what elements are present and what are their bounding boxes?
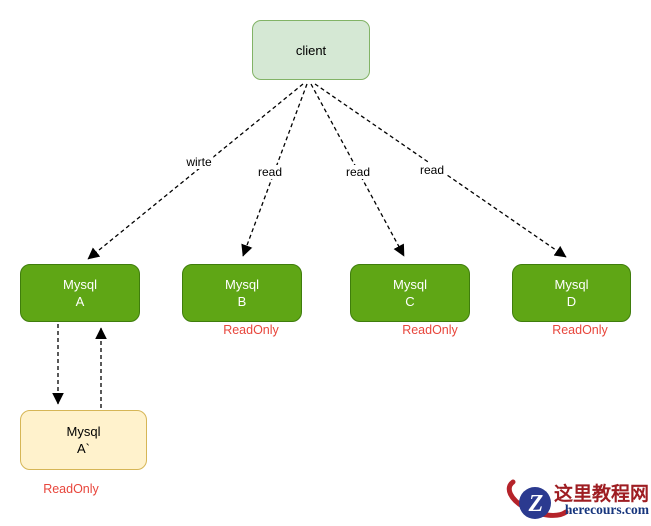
- edge-client-to-mysql-a: [87, 83, 304, 260]
- mysql-b-node: Mysql B: [182, 264, 302, 322]
- mysql-d-id: D: [566, 294, 577, 309]
- site-logo-mark: Z: [506, 479, 569, 519]
- site-logo: Z: [492, 468, 651, 526]
- edge-label-write: wirte: [184, 155, 214, 169]
- edge-label-read-b: read: [255, 165, 285, 179]
- site-name: 这里教程网: [553, 484, 649, 505]
- readonly-label-a-replica: ReadOnly: [43, 482, 99, 496]
- edge-label-read-c: read: [343, 165, 373, 179]
- readonly-label-c: ReadOnly: [402, 323, 458, 337]
- site-domain: herecours.com: [564, 502, 649, 517]
- mysql-d-name: Mysql: [554, 277, 589, 292]
- edge-client-to-mysql-c: [310, 83, 405, 257]
- mysql-d-node: Mysql D: [512, 264, 631, 322]
- client-label: client: [295, 42, 327, 58]
- mysql-a-replica-name: Mysql: [66, 424, 101, 439]
- client-node: client: [252, 20, 370, 80]
- readonly-label-d: ReadOnly: [552, 323, 608, 337]
- mysql-a-replica-node: Mysql A`: [20, 410, 147, 470]
- logo-globe: [519, 487, 551, 519]
- mysql-c-node: Mysql C: [350, 264, 470, 322]
- mysql-c-id: C: [405, 294, 415, 309]
- mysql-a-node: Mysql A: [20, 264, 140, 322]
- mysql-b-name: Mysql: [225, 277, 259, 292]
- mysql-a-name: Mysql: [63, 277, 97, 292]
- edge-label-read-d: read: [417, 163, 447, 177]
- mysql-a-replica-id: A`: [77, 441, 90, 456]
- readonly-label-b: ReadOnly: [223, 323, 279, 337]
- mysql-c-name: Mysql: [393, 277, 427, 292]
- mysql-a-id: A: [75, 294, 85, 309]
- logo-letter: Z: [528, 491, 544, 517]
- mysql-b-id: B: [237, 294, 247, 309]
- edge-client-to-mysql-d: [314, 83, 567, 258]
